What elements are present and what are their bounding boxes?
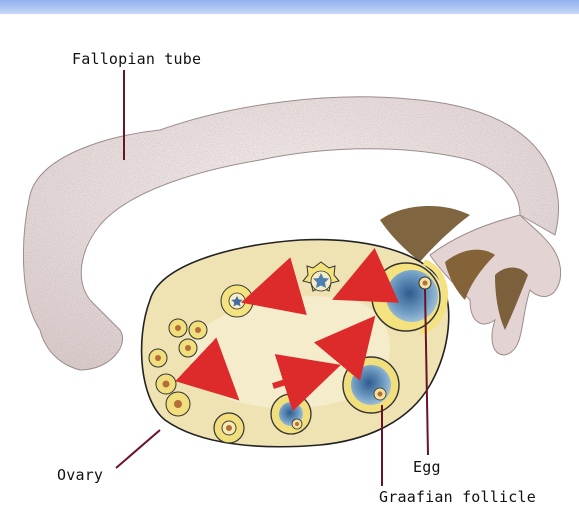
ovary-label: Ovary: [57, 466, 103, 484]
follicle-small-1: [169, 319, 187, 337]
follicle-small-3: [179, 339, 197, 357]
egg-label: Egg: [413, 458, 441, 476]
egg: [419, 277, 431, 289]
leader-ovary: [116, 430, 160, 468]
follicle-small-2: [189, 321, 207, 339]
graafian-follicle-label: Graafian follicle: [379, 488, 536, 506]
follicle-small-5: [156, 374, 176, 394]
fallopian-tube-label: Fallopian tube: [72, 50, 201, 68]
corpus-luteum-2: [221, 285, 253, 317]
follicle-small-4: [149, 349, 167, 367]
follicle-growing-3: [343, 357, 399, 413]
follicle-growing-1: [214, 413, 244, 443]
follicle-growing-2: [271, 394, 311, 434]
follicle-small-6: [166, 392, 190, 416]
